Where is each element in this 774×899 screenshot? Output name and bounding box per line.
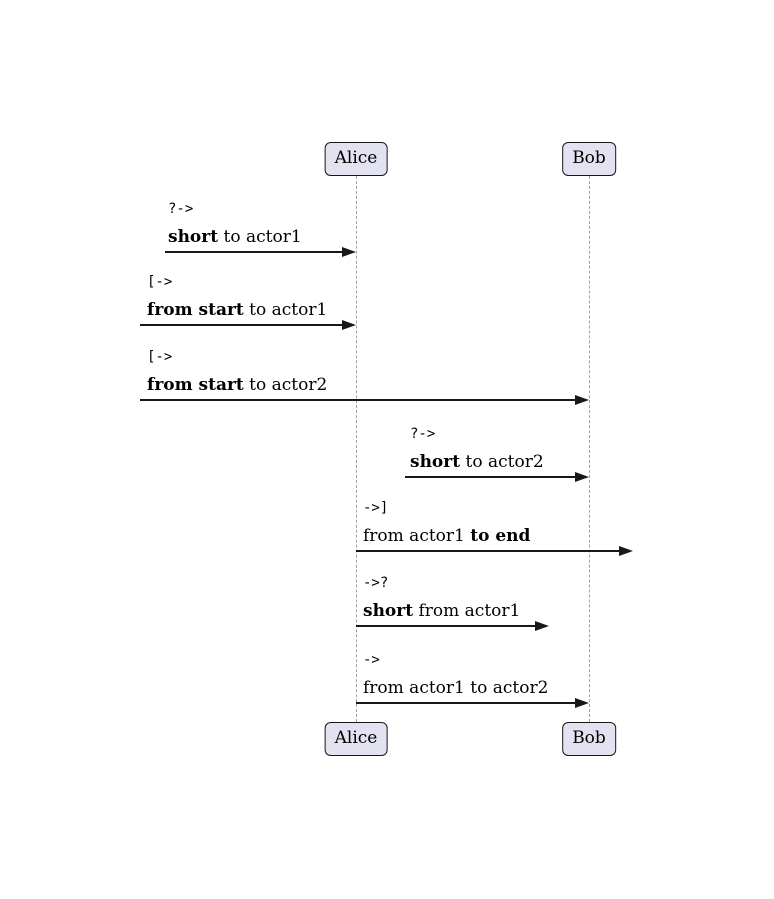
message-syntax: -> — [363, 652, 380, 668]
message-text-bold-segment: short — [410, 452, 461, 472]
message-label: ->? short from actor1 — [363, 575, 520, 622]
message-text: from actor1 to end — [363, 526, 530, 547]
message-text-bold-segment: from start — [147, 300, 244, 320]
message-label: [-> from start to actor1 — [147, 274, 327, 321]
message-arrow-head — [575, 395, 589, 405]
message-arrow-line — [356, 550, 621, 552]
message-text: from start to actor2 — [147, 375, 327, 396]
message-arrow-head — [342, 247, 356, 257]
message-text-bold-segment: short — [168, 227, 219, 247]
message-text-segment: from actor1 — [363, 526, 471, 546]
message-arrow-line — [356, 702, 577, 704]
message-arrow-head — [342, 320, 356, 330]
message-syntax: [-> — [147, 349, 173, 365]
message-arrow-line — [140, 324, 344, 326]
message-text-bold-segment: from start — [147, 375, 244, 395]
message-text-segment: to actor2 — [460, 452, 544, 472]
message-syntax: ?-> — [410, 426, 436, 442]
message-arrow-head — [535, 621, 549, 631]
message-text: short to actor1 — [168, 227, 302, 248]
message-arrow-line — [140, 399, 577, 401]
message-label: ?-> short to actor1 — [168, 201, 302, 248]
message-text: short to actor2 — [410, 452, 544, 473]
message-text-bold-segment: short — [363, 601, 414, 621]
message-text: short from actor1 — [363, 601, 520, 622]
message-text-segment: to actor1 — [243, 300, 328, 320]
actor-box-bob-top: Bob — [562, 142, 616, 176]
message-arrow-head — [575, 698, 589, 708]
lifeline-alice — [356, 176, 357, 722]
message-syntax: ->? — [363, 575, 389, 591]
message-syntax: ->] — [363, 500, 389, 516]
message-label: -> from actor1 to actor2 — [363, 652, 548, 699]
message-text-segment: from actor1 — [413, 601, 521, 621]
actor-box-alice-bottom: Alice — [324, 722, 388, 756]
message-text-segment: from actor1 to actor2 — [363, 678, 549, 698]
message-text-bold-segment: to end — [470, 526, 531, 546]
message-syntax: ?-> — [168, 201, 194, 217]
actor-box-alice-top: Alice — [324, 142, 388, 176]
actor-box-bob-bottom: Bob — [562, 722, 616, 756]
message-text-segment: to actor2 — [243, 375, 328, 395]
message-label: ->] from actor1 to end — [363, 500, 530, 547]
message-label: [-> from start to actor2 — [147, 349, 327, 396]
message-arrow-line — [165, 251, 344, 253]
message-arrow-line — [405, 476, 577, 478]
message-text: from actor1 to actor2 — [363, 678, 548, 699]
message-text-segment: to actor1 — [218, 227, 302, 247]
message-text: from start to actor1 — [147, 300, 327, 321]
lifeline-bob — [589, 176, 590, 722]
message-arrow-head — [619, 546, 633, 556]
message-syntax: [-> — [147, 274, 173, 290]
message-label: ?-> short to actor2 — [410, 426, 544, 473]
message-arrow-line — [356, 625, 537, 627]
message-arrow-head — [575, 472, 589, 482]
